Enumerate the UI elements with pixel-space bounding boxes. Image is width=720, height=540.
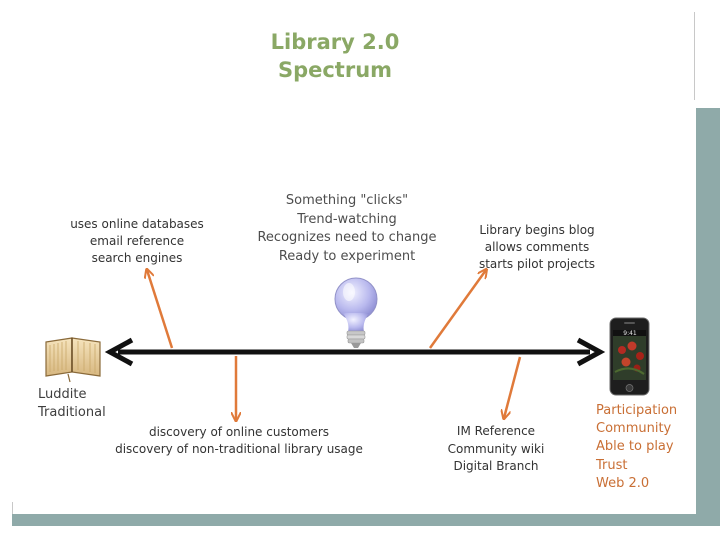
top-right-line-3: starts pilot projects: [478, 257, 596, 271]
right-end-line-2: Community: [596, 421, 672, 437]
arrow-to-im-reference: [504, 356, 522, 418]
book-icon: [45, 337, 101, 383]
arrow-to-online-databases: [147, 270, 174, 349]
top-right-text: Library begins blog allows comments star…: [470, 222, 604, 273]
bottom-right-mid-line-1: IM Reference: [456, 424, 536, 438]
frame-bar-bottom: [12, 514, 720, 526]
top-center-line-1: Something "clicks": [285, 193, 409, 208]
right-end-line-4: Trust: [596, 457, 628, 473]
bottom-center-line-2: discovery of non-traditional library usa…: [115, 442, 363, 456]
bottom-right-mid-line-2: Community wiki: [447, 441, 545, 456]
frame-line-bottom-left: [12, 502, 13, 516]
title-line-2: Spectrum: [277, 58, 393, 82]
top-right-line-1: Library begins blog: [479, 223, 595, 237]
main-spectrum-arrow: [104, 337, 606, 367]
bottom-center-text: discovery of online customers discovery …: [108, 424, 370, 458]
lightbulb-icon: [334, 277, 378, 348]
top-left-line-1: uses online databases: [70, 217, 204, 231]
right-end-line-1: Participation: [596, 403, 678, 418]
phone-icon: [609, 317, 650, 396]
arrow-to-library-blog: [428, 270, 486, 349]
top-center-line-4: Ready to experiment: [278, 248, 416, 264]
frame-bar-right: [696, 108, 720, 526]
slide-title: Library 2.0 Spectrum: [210, 28, 460, 84]
frame-line-top-right: [694, 12, 695, 100]
bottom-center-line-1: discovery of online customers: [148, 425, 330, 439]
left-end-line-1: Luddite: [38, 387, 87, 402]
bottom-right-mid-line-3: Digital Branch: [453, 459, 539, 473]
top-center-text: Something "clicks" Trend-watching Recogn…: [247, 192, 447, 266]
right-end-labels: Participation Community Able to play Tru…: [596, 402, 694, 493]
top-center-line-3: Recognizes need to change: [257, 230, 437, 245]
left-end-line-2: Traditional: [38, 405, 106, 420]
bottom-right-mid-text: IM Reference Community wiki Digital Bran…: [441, 423, 551, 476]
top-left-text: uses online databases email reference se…: [58, 216, 216, 267]
top-left-line-3: search engines: [91, 251, 183, 265]
top-right-line-2: allows comments: [484, 240, 590, 254]
right-end-line-5: Web 2.0: [596, 475, 650, 491]
right-end-line-3: Able to play: [596, 439, 674, 455]
title-line-1: Library 2.0: [270, 30, 400, 54]
phone-time: 9:41: [623, 330, 637, 337]
top-left-line-2: email reference: [89, 234, 185, 248]
left-end-labels: Luddite Traditional: [38, 386, 128, 422]
top-center-line-2: Trend-watching: [297, 211, 397, 227]
